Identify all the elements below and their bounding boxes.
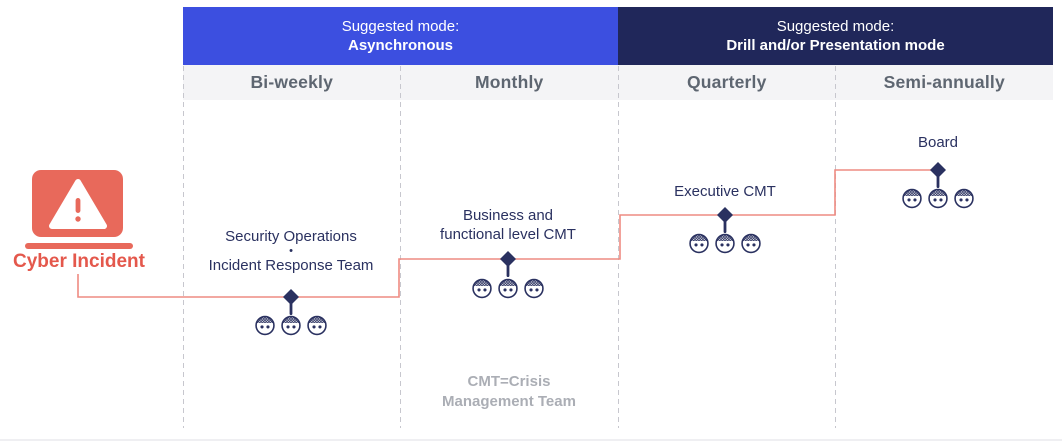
frequency-semi-annually: Semi-annually	[883, 72, 1005, 92]
note-line: CMT=Crisis	[467, 373, 551, 390]
stage-label-line: Incident Response Team	[208, 257, 374, 274]
stage-label-line: Business and	[462, 207, 554, 224]
person-icon	[524, 278, 545, 299]
frequency-bi-weekly: Bi-weekly	[250, 72, 334, 92]
person-icon	[715, 233, 736, 254]
monitor-base-bar	[25, 243, 133, 249]
stage-label-line: Board	[917, 134, 959, 151]
column-separator	[400, 66, 401, 428]
cyber-incident-label: Cyber Incident	[13, 251, 145, 272]
frequency-quarterly: Quarterly	[686, 72, 767, 92]
banner-prefix: Suggested mode:	[341, 18, 460, 35]
person-icon	[498, 278, 519, 299]
stage-label-line: Security Operations	[225, 228, 357, 245]
person-icon	[741, 233, 762, 254]
stage-label-business-functional-cmt: Business and functional level CMT	[440, 206, 576, 244]
person-icon	[954, 188, 975, 209]
person-icon	[255, 315, 276, 336]
banner-prefix: Suggested mode:	[776, 18, 895, 35]
cmt-definition-note: CMT=Crisis Management Team	[442, 372, 576, 412]
person-icon	[307, 315, 328, 336]
stage-label-line: Executive CMT	[674, 183, 776, 200]
banner-mode: Drill and/or Presentation mode	[726, 37, 945, 54]
attendees-group	[902, 188, 975, 209]
milestone-diamond-icon	[500, 251, 516, 279]
banner-asynchronous-mode: Suggested mode: Asynchronous	[183, 7, 618, 65]
banner-drill-presentation-mode: Suggested mode: Drill and/or Presentatio…	[618, 7, 1053, 65]
stage-label-line: functional level CMT	[440, 226, 576, 243]
milestone-diamond-icon	[717, 207, 733, 235]
milestone-diamond-icon	[283, 289, 299, 317]
column-separator	[835, 66, 836, 428]
stage-label-executive-cmt: Executive CMT	[674, 182, 776, 201]
person-icon	[281, 315, 302, 336]
person-icon	[689, 233, 710, 254]
attendees-group	[255, 315, 328, 336]
bullet-separator: •	[289, 245, 293, 257]
bottom-divider	[0, 439, 1062, 441]
column-separator	[183, 66, 184, 428]
attendees-group	[472, 278, 545, 299]
banner-mode: Asynchronous	[347, 37, 453, 54]
attendees-group	[689, 233, 762, 254]
note-line: Management Team	[442, 393, 576, 410]
alert-triangle-monitor-icon	[32, 170, 123, 237]
person-icon	[472, 278, 493, 299]
column-separator	[618, 66, 619, 428]
person-icon	[928, 188, 949, 209]
milestone-diamond-icon	[930, 162, 946, 190]
stage-label-incident-response-team: Security Operations • Incident Response …	[209, 227, 374, 275]
frequency-monthly: Monthly	[475, 72, 544, 92]
person-icon	[902, 188, 923, 209]
stage-label-board: Board	[918, 133, 958, 152]
